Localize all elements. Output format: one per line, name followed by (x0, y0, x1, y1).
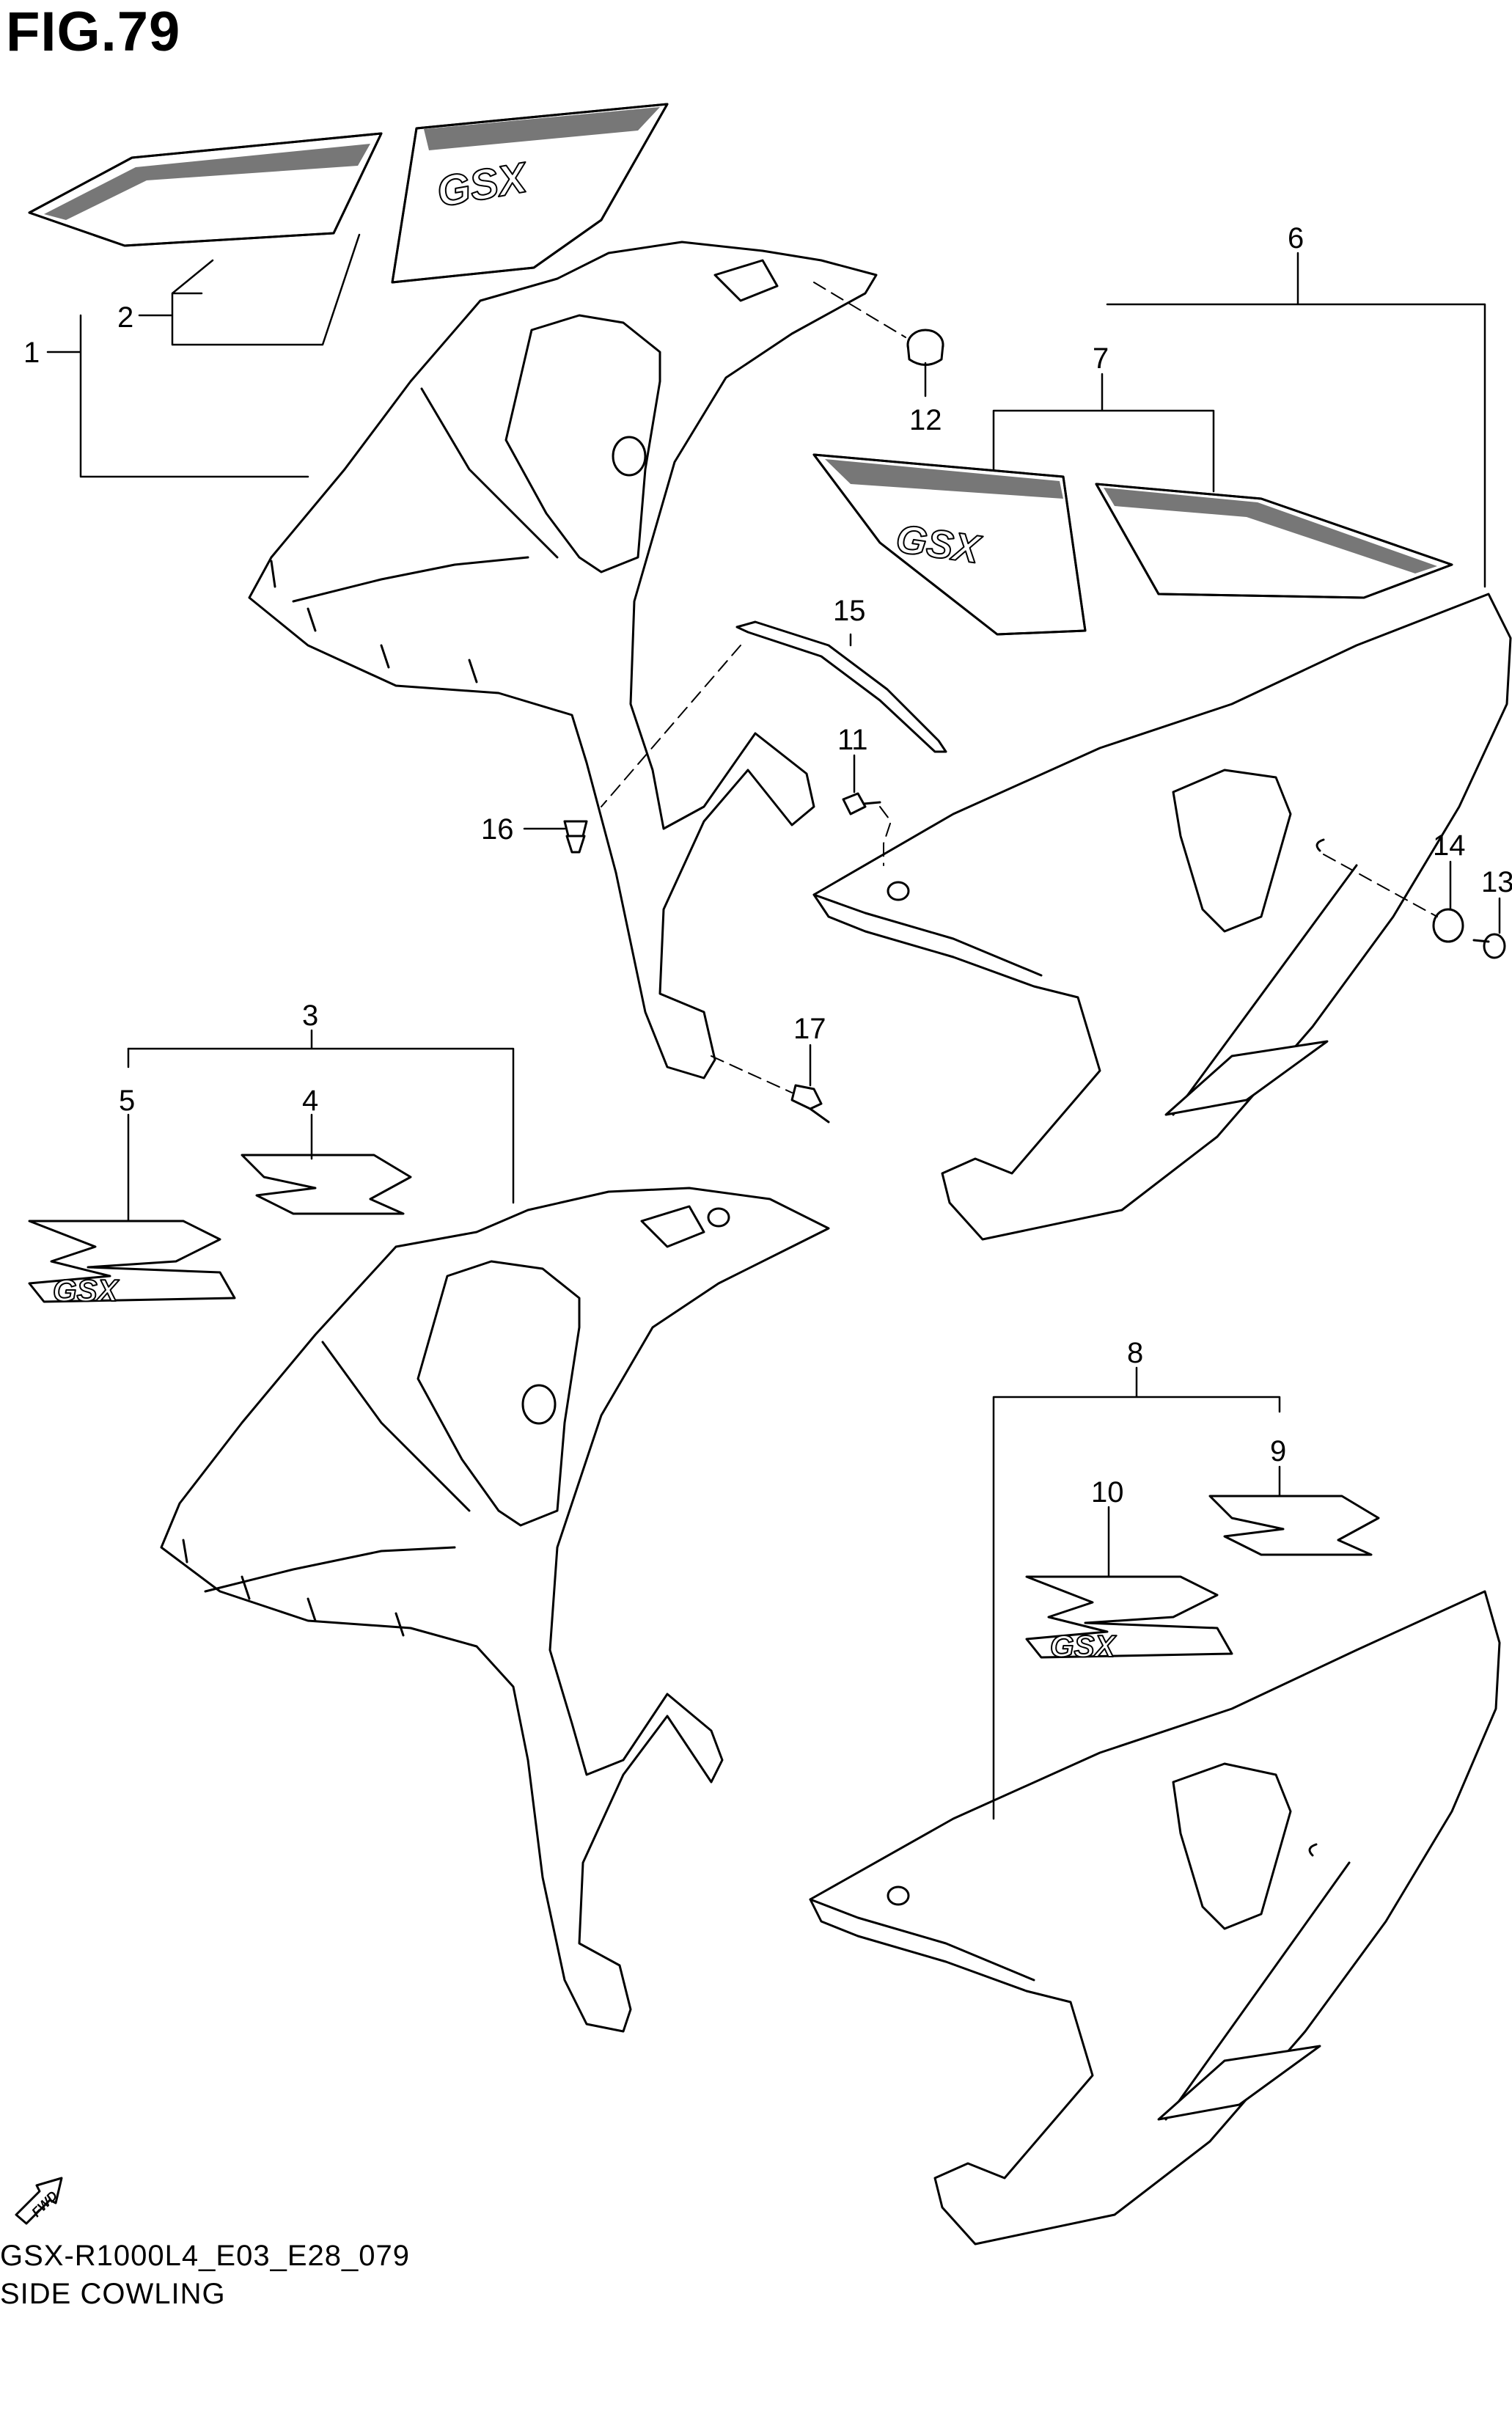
callout-15: 15 (833, 595, 866, 627)
lower-cowling-part-8 (809, 1590, 1501, 2246)
callout-11: 11 (837, 724, 868, 756)
callout-2: 2 (117, 301, 133, 334)
gsx-r-emblem-part-5: GSX (28, 1220, 236, 1308)
callout-8: 8 (1127, 1337, 1143, 1369)
upper-stripe-decal-left (28, 132, 383, 247)
push-rivet-part-16 (563, 820, 588, 854)
callout-labels: 1 2 3 4 5 6 7 8 9 10 11 12 13 14 15 16 1… (23, 222, 1512, 1509)
callout-10: 10 (1091, 1476, 1124, 1509)
callout-12: 12 (909, 404, 942, 436)
callout-13: 13 (1481, 866, 1512, 898)
lower-stripe-decal-right (1095, 483, 1453, 599)
callout-14: 14 (1433, 829, 1466, 862)
r-emblem-part-9 (1208, 1495, 1380, 1556)
callout-3: 3 (302, 1000, 318, 1032)
grommet-part-12 (906, 329, 944, 366)
callout-16: 16 (481, 813, 514, 846)
gsx-emblem-text: GSX (53, 1273, 120, 1308)
screw-part-13 (1472, 933, 1506, 959)
upper-stripe-decal-right: GSX (391, 103, 669, 284)
lower-stripe-decal-left: GSX (812, 453, 1087, 636)
gsx-r-emblem-part-10: GSX (1025, 1575, 1233, 1664)
callout-6: 6 (1288, 222, 1304, 254)
diagram-code: GSX-R1000L4_E03_E28_079 (0, 2240, 410, 2272)
callout-5: 5 (119, 1085, 135, 1117)
grommet-part-14 (1432, 908, 1464, 943)
callout-1: 1 (23, 337, 40, 369)
callout-9: 9 (1270, 1435, 1286, 1467)
callout-7: 7 (1093, 342, 1109, 375)
forward-direction-arrow-icon: FWD (15, 2177, 63, 2225)
callout-4: 4 (302, 1085, 318, 1117)
trim-strip-part-15 (735, 620, 947, 753)
r-emblem-part-4 (241, 1154, 412, 1215)
bolt-part-11 (842, 792, 881, 815)
leader-lines (46, 233, 1501, 1820)
side-cowling-part-1 (248, 241, 878, 1079)
callout-17: 17 (793, 1013, 826, 1045)
side-cowling-part-3 (160, 1187, 830, 2033)
screw-part-17 (790, 1084, 830, 1123)
lower-cowling-part-6 (812, 593, 1512, 1241)
figure-title: FIG.79 (6, 1, 181, 63)
section-name: SIDE COWLING (0, 2278, 226, 2310)
gsx-emblem-text-lower: GSX (1050, 1629, 1118, 1663)
